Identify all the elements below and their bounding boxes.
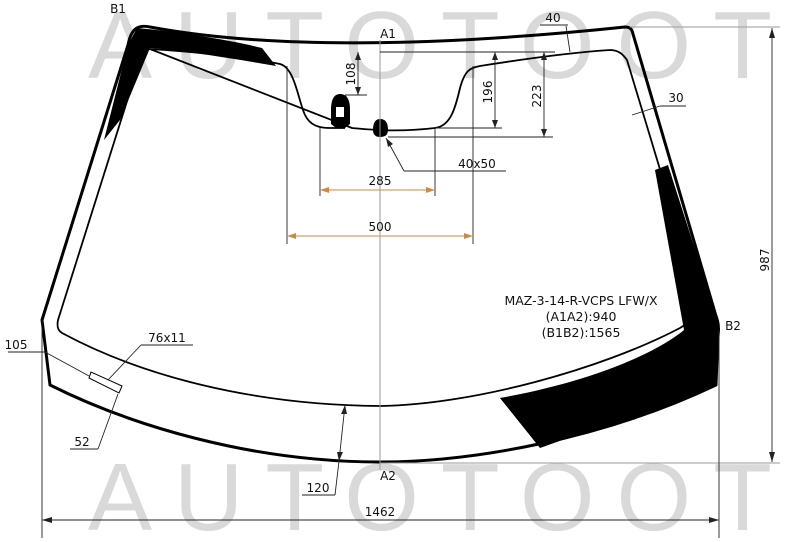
- bottom-band-label: 120: [307, 481, 330, 495]
- point-b2-label: B2: [725, 319, 741, 333]
- side-band-dim: [631, 105, 661, 116]
- point-a1-label: A1: [380, 27, 396, 41]
- side-band-label: 30: [668, 91, 683, 105]
- arrow-up-icon: [355, 52, 361, 60]
- arrow-down-icon: [769, 452, 775, 462]
- notch-depth-label: 196: [481, 81, 495, 104]
- notch-inner-label: 285: [369, 174, 392, 188]
- vin-size-leader: [107, 344, 142, 381]
- product-b1b2: (B1B2):1565: [542, 325, 621, 340]
- arrow-up-icon: [492, 52, 498, 60]
- point-b1-label: B1: [110, 2, 126, 16]
- arrow-right-icon: [464, 233, 473, 239]
- arrow-left-icon: [42, 517, 52, 523]
- notch-depth-outer-label: 223: [530, 85, 544, 108]
- vin-size-label: 76x11: [148, 331, 186, 345]
- arrow-left-icon: [320, 187, 329, 193]
- arrow-up-icon: [541, 52, 547, 60]
- vin-window: [88, 371, 123, 394]
- glass-outer-edge: [40, 24, 720, 464]
- width-dim-label: 1462: [365, 505, 396, 519]
- bottom-band-leader: [334, 460, 340, 496]
- point-a2-label: A2: [380, 469, 396, 483]
- arrow-down-icon: [337, 452, 343, 461]
- arrow-left-icon: [287, 233, 296, 239]
- sensor-offset-label: 108: [344, 63, 358, 86]
- arrow-right-icon: [709, 517, 719, 523]
- vin-side-offset-label: 105: [5, 338, 28, 352]
- bottom-band-dim: [338, 404, 346, 462]
- product-code: MAZ-3-14-R-VCPS LFW/X: [504, 293, 657, 308]
- vin-side-leader: [44, 351, 90, 377]
- top-band-dim: [565, 25, 571, 53]
- notch-outer-label: 500: [369, 220, 392, 234]
- vin-bottom-offset-label: 52: [74, 435, 89, 449]
- arrow-right-icon: [426, 187, 435, 193]
- vin-bottom-leader: [97, 393, 119, 450]
- black-band-bottom-right: [500, 328, 720, 446]
- product-a1a2: (A1A2):940: [546, 309, 617, 324]
- glass-inner-edge: [56, 48, 702, 407]
- camera-window: [336, 107, 344, 117]
- sensor-size-label: 40x50: [458, 157, 496, 171]
- arrow-down-icon: [541, 129, 547, 137]
- arrow-down-icon: [492, 120, 498, 128]
- arrow-down-icon: [355, 87, 361, 95]
- top-band-label: 40: [545, 11, 560, 25]
- arrow-icon: [386, 138, 393, 147]
- height-dim-label: 987: [758, 249, 772, 272]
- arrow-up-icon: [769, 28, 775, 38]
- arrow-up-icon: [341, 405, 347, 414]
